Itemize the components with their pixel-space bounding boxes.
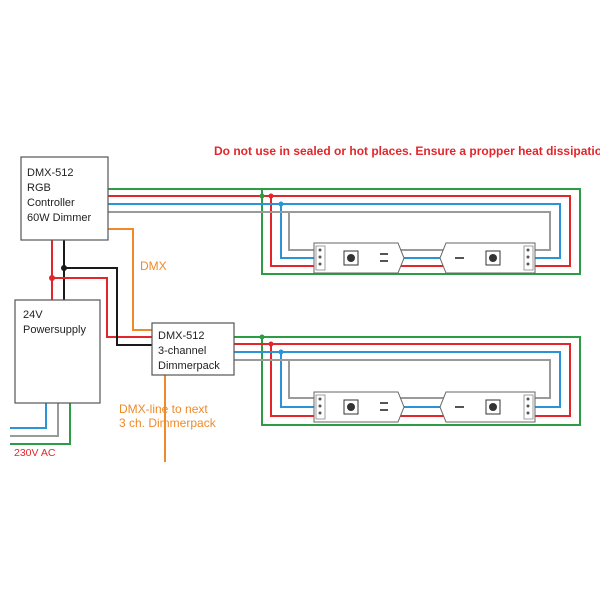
dmx-next-label-line-1: DMX-line to next	[119, 402, 208, 416]
ac-label: 230V AC	[14, 447, 56, 459]
controller-label-line-4: 60W Dimmer	[27, 212, 92, 224]
lower-led-module-2	[439, 391, 536, 423]
dimmerpack-label-line-3: Dimmerpack	[158, 360, 220, 372]
controller-box	[20, 156, 109, 241]
power-supply-label-line-2: Powersupply	[23, 324, 86, 336]
power-supply-label-line-1: 24V	[23, 309, 43, 321]
dimmerpack-label-line-2: 3-channel	[158, 345, 206, 357]
dmx-next-label-line-2: 3 ch. Dimmerpack	[119, 416, 217, 430]
upper-led-module-2	[439, 242, 536, 274]
dmx-line	[108, 228, 166, 462]
upper-strip-wiring	[108, 188, 581, 275]
controller-label-line-2: RGB	[27, 182, 51, 194]
dimmerpack-box	[151, 322, 235, 376]
upper-led-module-1	[313, 242, 405, 274]
lower-led-module-1	[313, 391, 405, 423]
lower-strip-wiring	[234, 334, 581, 426]
warning-text: Do not use in sealed or hot places. Ensu…	[214, 144, 600, 158]
dmx-label: DMX	[140, 259, 167, 273]
dimmerpack-label-line-1: DMX-512	[158, 330, 204, 342]
power-wiring	[49, 240, 152, 346]
power-supply-box	[14, 299, 101, 404]
ac-input-wiring	[10, 403, 71, 445]
controller-label-line-1: DMX-512	[27, 167, 73, 179]
controller-label-line-3: Controller	[27, 197, 75, 209]
